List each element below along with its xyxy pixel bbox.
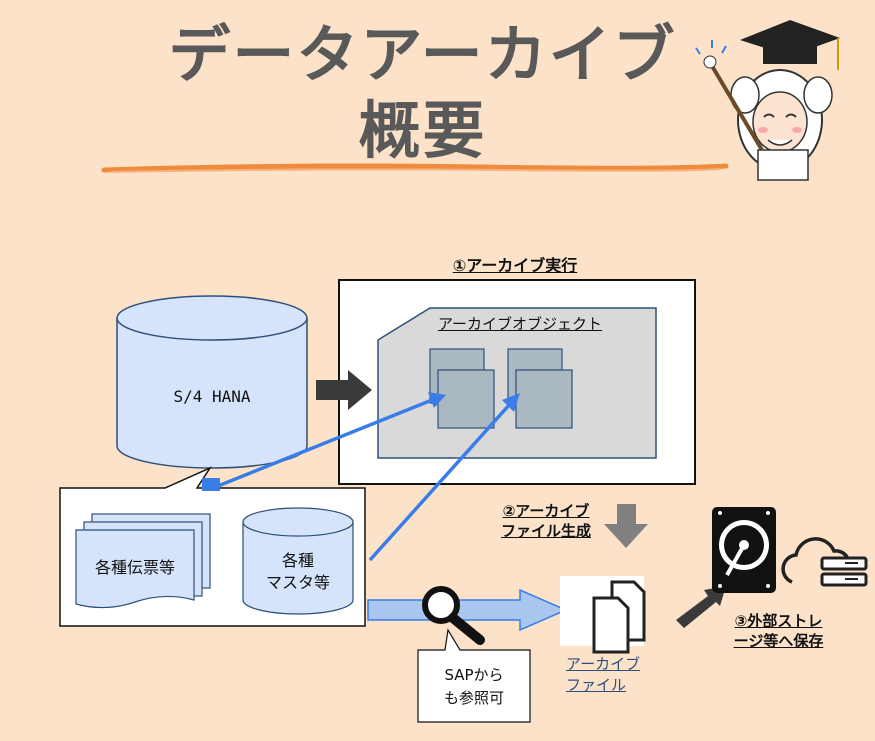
save-to-storage-arrow	[676, 586, 726, 628]
magnifier-icon	[422, 586, 485, 645]
documents-stack-icon	[75, 513, 211, 609]
cloud-server-icon	[781, 537, 868, 587]
master-line1-label: 各種	[281, 551, 314, 570]
step2-line2-label: ファイル生成	[500, 522, 591, 540]
step2-line1-label: ②アーカイブ	[502, 502, 590, 520]
page-title: データアーカイブ	[168, 18, 677, 91]
documents-to-archive-arrow	[212, 398, 433, 490]
archive-object-tables	[429, 348, 573, 429]
archive-file-icon	[560, 576, 646, 654]
professor-mascot-icon	[695, 20, 840, 181]
execute-arrow	[316, 370, 372, 410]
hard-disk-icon	[712, 507, 776, 593]
archive-file-line1-label: アーカイブ	[566, 655, 641, 673]
sap-reference-callout	[417, 628, 531, 723]
step3-line1-label: ③外部ストレ	[734, 612, 823, 630]
page-subtitle: 概要	[358, 94, 487, 167]
title-underline-shadow	[109, 168, 721, 173]
title-underline	[101, 163, 729, 173]
master-data-database-icon	[242, 507, 354, 615]
archive-object-label: アーカイブオブジェクト	[437, 315, 603, 333]
documents-label: 各種伝票等	[94, 558, 175, 577]
sap-ref-line1-label: SAPから	[444, 666, 504, 684]
sap-ref-line2-label: も参照可	[443, 689, 504, 707]
step3-line2-label: ージ等へ保存	[733, 632, 824, 650]
archive-file-line2-label: ファイル	[566, 676, 627, 694]
s4hana-database-icon	[116, 295, 308, 469]
file-generation-arrow	[604, 504, 648, 548]
step1-label: ①アーカイブ実行	[452, 256, 578, 275]
master-line2-label: マスタ等	[265, 573, 330, 592]
master-to-archive-arrow	[368, 402, 512, 562]
write-file-arrow	[367, 588, 568, 632]
s4hana-label: S/4 HANA	[173, 387, 251, 406]
